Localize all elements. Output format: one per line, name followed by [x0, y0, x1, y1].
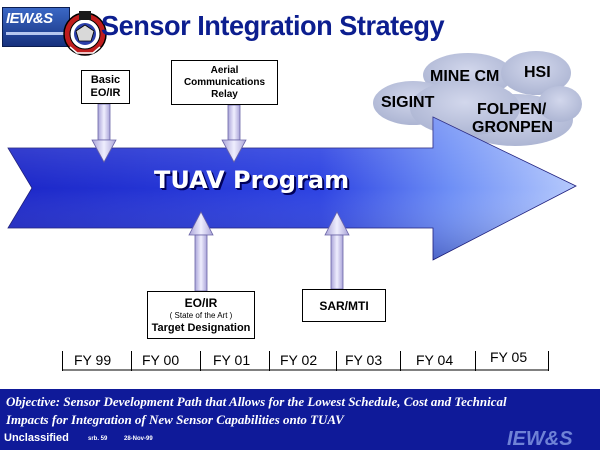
timeline-tick [131, 351, 132, 371]
timeline-tick [475, 351, 476, 371]
eoir-designation-arrow [188, 211, 214, 292]
aerial-line-1: Aerial [210, 64, 239, 76]
sar-mti-arrow [324, 211, 350, 290]
basic-eoir-box: Basic EO/IR [81, 70, 130, 104]
timeline-tick [336, 351, 337, 371]
cloud-gronpen: GRONPEN [472, 119, 553, 136]
cloud-hsi: HSI [524, 64, 551, 81]
timeline-tick [400, 351, 401, 371]
basic-line-2: EO/IR [90, 87, 121, 99]
eoir-note: ( State of the Art ) [169, 310, 233, 320]
timeline-tick [62, 351, 63, 371]
cloud-folpen: FOLPEN/ [477, 101, 547, 118]
aerial-relay-arrow [221, 104, 247, 163]
tuav-program-arrow [7, 116, 577, 261]
eoir-designation-box: EO/IR ( State of the Art ) Target Design… [147, 291, 255, 339]
army-seal-icon [63, 11, 107, 56]
classification-label: Unclassified [4, 432, 69, 444]
logo-underline [6, 32, 66, 35]
aerial-line-3: Relay [211, 88, 238, 100]
eoir-subtitle: Target Designation [151, 321, 251, 334]
footer-logo: IEW&S [507, 428, 573, 450]
objective-line-1: Objective: Sensor Development Path that … [6, 394, 507, 409]
page-title: Sensor Integration Strategy [101, 10, 445, 41]
basic-eoir-arrow [91, 103, 117, 163]
slide-date: 28-Nov-99 [124, 436, 153, 442]
cloud-sigint: SIGINT [381, 94, 435, 111]
basic-line-1: Basic [90, 74, 121, 86]
timeline-tick [269, 351, 270, 371]
tuav-program-label: TUAV Program [154, 166, 350, 194]
timeline-tick [200, 351, 201, 371]
timeline-year: FY 03 [345, 352, 383, 368]
timeline-year: FY 99 [74, 352, 112, 368]
sar-mti-box: SAR/MTI [302, 289, 386, 322]
timeline-year: FY 05 [490, 349, 528, 365]
aerial-line-2: Communications [183, 76, 266, 88]
timeline-tick [548, 351, 549, 371]
timeline-year: FY 01 [213, 352, 251, 368]
slide-reference: srb. 59 [88, 436, 108, 442]
timeline-year: FY 04 [416, 352, 454, 368]
footer-bar [0, 430, 600, 450]
cloud-mine-cm: MINE CM [430, 68, 500, 85]
eoir-title: EO/IR [184, 295, 218, 310]
aerial-relay-box: Aerial Communications Relay [171, 60, 278, 105]
objective-line-2: Impacts for Integration of New Sensor Ca… [6, 412, 344, 427]
timeline-year: FY 02 [280, 352, 318, 368]
objective-banner: Objective: Sensor Development Path that … [0, 389, 600, 430]
logo-text: IEW&S [6, 10, 53, 27]
iews-logo: IEW&S [2, 7, 70, 47]
timeline-year: FY 00 [142, 352, 180, 368]
